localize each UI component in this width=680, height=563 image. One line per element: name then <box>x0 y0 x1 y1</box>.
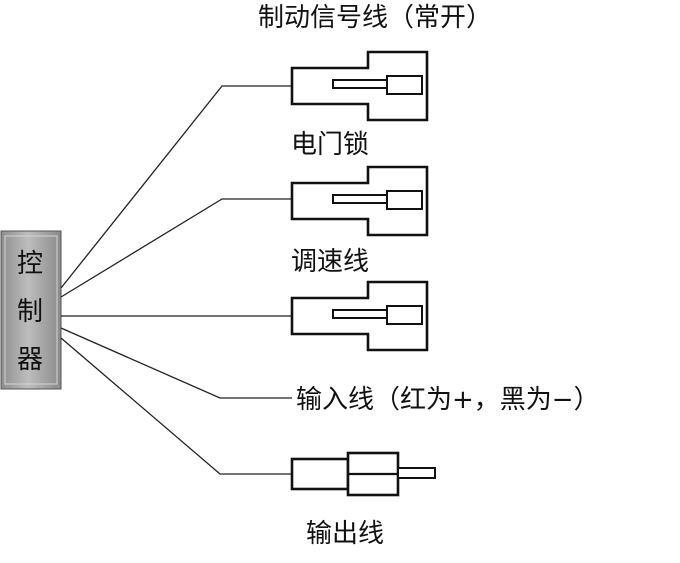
output-wire-label: 输出线 <box>306 519 384 549</box>
wire-door-lock <box>60 198 292 298</box>
wire-output <box>60 337 292 475</box>
wire-brake-signal <box>60 85 292 289</box>
door-lock-label: 电门锁 <box>291 130 369 160</box>
brake-signal-connector <box>290 50 429 122</box>
door-lock-connector <box>290 165 429 237</box>
controller-char-1: 控 <box>17 249 43 279</box>
controller-char-3: 器 <box>17 345 43 375</box>
controller-char-2: 制 <box>17 297 43 327</box>
wire-input <box>60 327 292 399</box>
speed-control-connector <box>290 280 429 352</box>
diagram-title: 制动信号线（常开） <box>258 3 492 33</box>
speed-control-label: 调速线 <box>291 247 369 277</box>
output-connector <box>290 451 436 497</box>
input-wire-label: 输入线（红为+，黑为−） <box>296 385 600 415</box>
controller-box: 控 制 器 <box>0 230 62 390</box>
